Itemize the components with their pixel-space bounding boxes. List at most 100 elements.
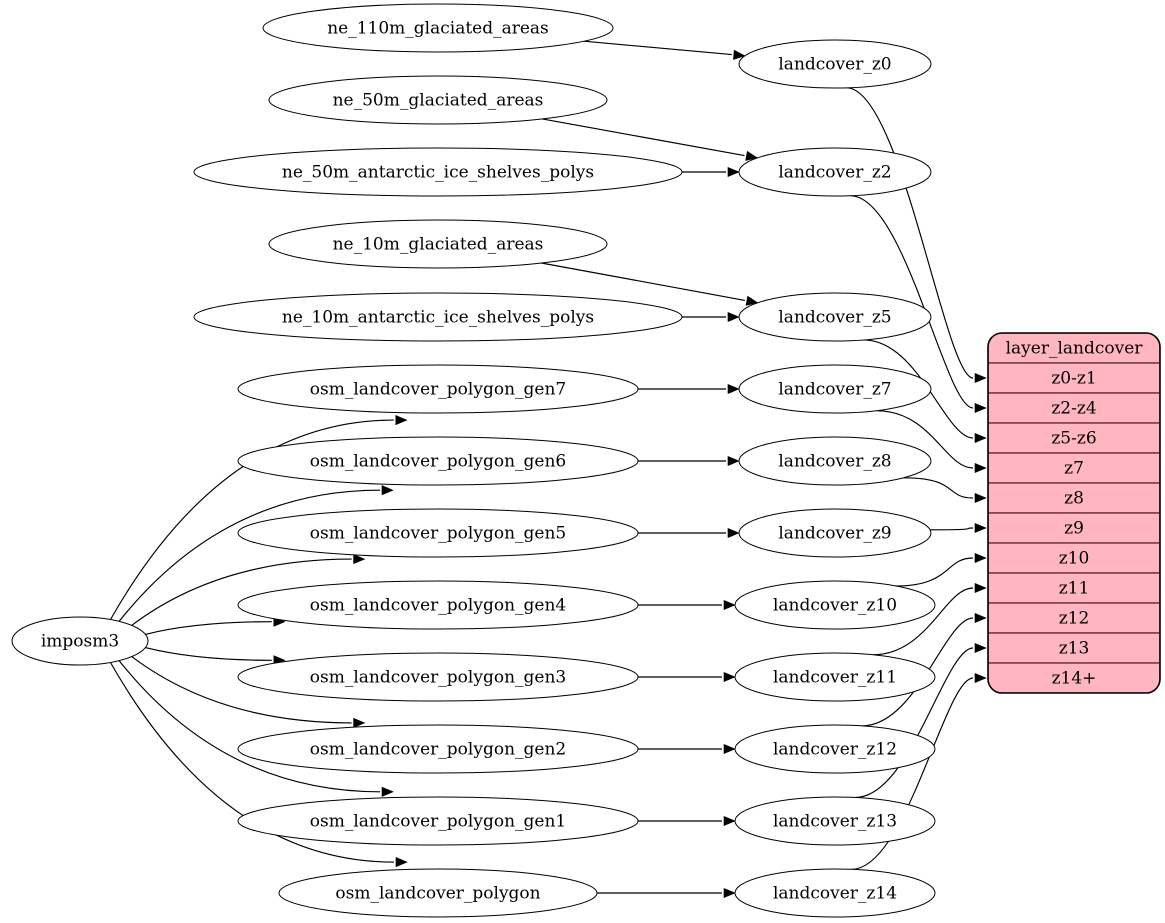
node-ne_110m_glaciated_areas[interactable]: ne_110m_glaciated_areas [262, 3, 614, 53]
node-osm_landcover_polygon_gen2[interactable]: osm_landcover_polygon_gen2 [237, 724, 639, 774]
source-node-ellipse[interactable] [237, 580, 639, 630]
source-node-ellipse[interactable] [237, 436, 639, 486]
node-label-imposm3: imposm3 [41, 632, 119, 652]
arrowhead-osm_landcover_polygon_gen6-to-landcover_z8 [727, 455, 740, 467]
table-inner: layer_landcoverz0-z1z2-z4z5-z6z7z8z9z10z… [988, 333, 1160, 693]
node-landcover_z10[interactable]: landcover_z10 [734, 580, 936, 630]
table-header-cell [988, 333, 1160, 364]
edge-ne_110m_glaciated_areas-to-landcover_z0 [583, 40, 732, 56]
table-row-label-z14+: z14+ [1052, 669, 1097, 689]
source-node-ellipse[interactable] [237, 508, 639, 558]
node-label-osm_landcover_polygon_gen4: osm_landcover_polygon_gen4 [310, 596, 566, 616]
node-osm_landcover_polygon_gen4[interactable]: osm_landcover_polygon_gen4 [237, 580, 639, 630]
arrowhead-imposm3-to-osm_landcover_polygon_gen6 [381, 485, 394, 496]
source-node-ellipse[interactable] [268, 219, 608, 269]
layer-node-ellipse[interactable] [738, 364, 932, 414]
layer-node-ellipse[interactable] [738, 39, 932, 89]
arrowhead-osm_landcover_polygon_gen1-to-landcover_z13 [723, 815, 736, 827]
edge-ne_50m_glaciated_areas-to-landcover_z2 [542, 118, 745, 157]
table-row-z10[interactable] [988, 542, 1160, 574]
edge-landcover_z10-to-z10 [896, 557, 974, 587]
source-node-ellipse[interactable] [237, 364, 639, 414]
layer-node-ellipse[interactable] [738, 436, 932, 486]
table-row-z13[interactable] [988, 632, 1160, 664]
node-ne_10m_antarctic_ice_shelves_polys[interactable]: ne_10m_antarctic_ice_shelves_polys [193, 292, 683, 342]
edge-landcover_z13-to-z13 [855, 647, 974, 799]
table-outline [987, 332, 1161, 694]
node-osm_landcover_polygon_gen7[interactable]: osm_landcover_polygon_gen7 [237, 364, 639, 414]
arrowhead-landcover_z14-to-z14+ [974, 672, 987, 684]
arrowhead-ne_50m_glaciated_areas-to-landcover_z2 [745, 150, 759, 161]
arrowhead-ne_10m_antarctic_ice_shelves_polys-to-landcover_z5 [727, 311, 740, 323]
node-landcover_z8[interactable]: landcover_z8 [738, 436, 932, 486]
edge-landcover_z0-to-z0-z1 [846, 87, 974, 379]
node-landcover_z12[interactable]: landcover_z12 [734, 724, 936, 774]
source-node-ellipse[interactable] [193, 292, 683, 342]
node-landcover_z0[interactable]: landcover_z0 [738, 39, 932, 89]
arrowhead-landcover_z13-to-z13 [974, 642, 987, 654]
node-landcover_z14[interactable]: landcover_z14 [734, 868, 936, 918]
arrowhead-imposm3-to-osm_landcover_polygon_gen2 [353, 717, 366, 728]
layer-node-ellipse[interactable] [734, 724, 936, 774]
node-osm_landcover_polygon_gen3[interactable]: osm_landcover_polygon_gen3 [237, 652, 639, 702]
layer-node-ellipse[interactable] [734, 580, 936, 630]
source-node-ellipse[interactable] [237, 796, 639, 846]
source-node-ellipse[interactable] [237, 724, 639, 774]
node-imposm3[interactable]: imposm3 [11, 616, 149, 666]
edge-landcover_z11-to-z11 [872, 587, 974, 656]
source-node-ellipse[interactable] [278, 868, 598, 918]
node-landcover_z7[interactable]: landcover_z7 [738, 364, 932, 414]
node-landcover_z11[interactable]: landcover_z11 [734, 652, 936, 702]
arrowhead-osm_landcover_polygon_gen3-to-landcover_z11 [723, 671, 736, 683]
node-landcover_z9[interactable]: landcover_z9 [738, 508, 932, 558]
table-row-z14+[interactable] [988, 662, 1160, 693]
node-landcover_z5[interactable]: landcover_z5 [738, 292, 932, 342]
node-label-landcover_z9: landcover_z9 [778, 524, 891, 544]
node-ne_50m_antarctic_ice_shelves_polys[interactable]: ne_50m_antarctic_ice_shelves_polys [193, 147, 683, 197]
table-row-z0-z1[interactable] [988, 362, 1160, 394]
arrowhead-landcover_z2-to-z2-z4 [974, 402, 987, 414]
arrowhead-osm_landcover_polygon_gen5-to-landcover_z9 [727, 527, 740, 539]
table-row-label-z0-z1: z0-z1 [1051, 369, 1096, 389]
node-label-osm_landcover_polygon_gen3: osm_landcover_polygon_gen3 [310, 668, 566, 688]
table-row-label-z13: z13 [1059, 639, 1090, 659]
node-label-osm_landcover_polygon_gen6: osm_landcover_polygon_gen6 [310, 452, 566, 472]
node-label-osm_landcover_polygon_gen5: osm_landcover_polygon_gen5 [310, 524, 566, 544]
root-node-ellipse[interactable] [11, 616, 149, 666]
node-osm_landcover_polygon_gen1[interactable]: osm_landcover_polygon_gen1 [237, 796, 639, 846]
arrowhead-imposm3-to-osm_landcover_polygon [395, 857, 408, 868]
node-ne_50m_glaciated_areas[interactable]: ne_50m_glaciated_areas [268, 75, 608, 125]
source-node-ellipse[interactable] [268, 75, 608, 125]
node-osm_landcover_polygon_gen5[interactable]: osm_landcover_polygon_gen5 [237, 508, 639, 558]
table-row-label-z10: z10 [1059, 549, 1090, 569]
table-row-z8[interactable] [988, 482, 1160, 514]
node-label-ne_10m_glaciated_areas: ne_10m_glaciated_areas [333, 235, 544, 255]
node-label-landcover_z10: landcover_z10 [773, 596, 897, 616]
table-row-label-z2-z4: z2-z4 [1051, 399, 1096, 419]
source-node-ellipse[interactable] [193, 147, 683, 197]
layer-node-ellipse[interactable] [734, 652, 936, 702]
node-landcover_z2[interactable]: landcover_z2 [738, 147, 932, 197]
node-ne_10m_glaciated_areas[interactable]: ne_10m_glaciated_areas [268, 219, 608, 269]
table-row-z12[interactable] [988, 602, 1160, 634]
edge-imposm3-to-osm_landcover_polygon_gen5 [131, 558, 352, 626]
edge-imposm3-to-osm_landcover_polygon_gen1 [118, 660, 381, 793]
node-landcover_z13[interactable]: landcover_z13 [734, 796, 936, 846]
source-node-ellipse[interactable] [237, 652, 639, 702]
node-osm_landcover_polygon_gen6[interactable]: osm_landcover_polygon_gen6 [237, 436, 639, 486]
edge-landcover_z8-to-z8 [903, 477, 974, 499]
node-label-ne_110m_glaciated_areas: ne_110m_glaciated_areas [327, 19, 549, 39]
layer-node-ellipse[interactable] [738, 147, 932, 197]
layer-node-ellipse[interactable] [734, 796, 936, 846]
table-row-label-z11: z11 [1059, 579, 1090, 599]
source-node-ellipse[interactable] [262, 3, 614, 53]
layer-node-ellipse[interactable] [738, 508, 932, 558]
node-osm_landcover_polygon[interactable]: osm_landcover_polygon [278, 868, 598, 918]
node-label-ne_50m_antarctic_ice_shelves_polys: ne_50m_antarctic_ice_shelves_polys [282, 163, 594, 183]
layer-node-ellipse[interactable] [734, 868, 936, 918]
table-row-label-z8: z8 [1064, 489, 1084, 509]
edge-landcover_z9-to-z9 [930, 527, 974, 531]
node-label-landcover_z8: landcover_z8 [778, 452, 891, 472]
arrowhead-imposm3-to-osm_landcover_polygon_gen5 [353, 554, 366, 565]
layer-node-ellipse[interactable] [738, 292, 932, 342]
